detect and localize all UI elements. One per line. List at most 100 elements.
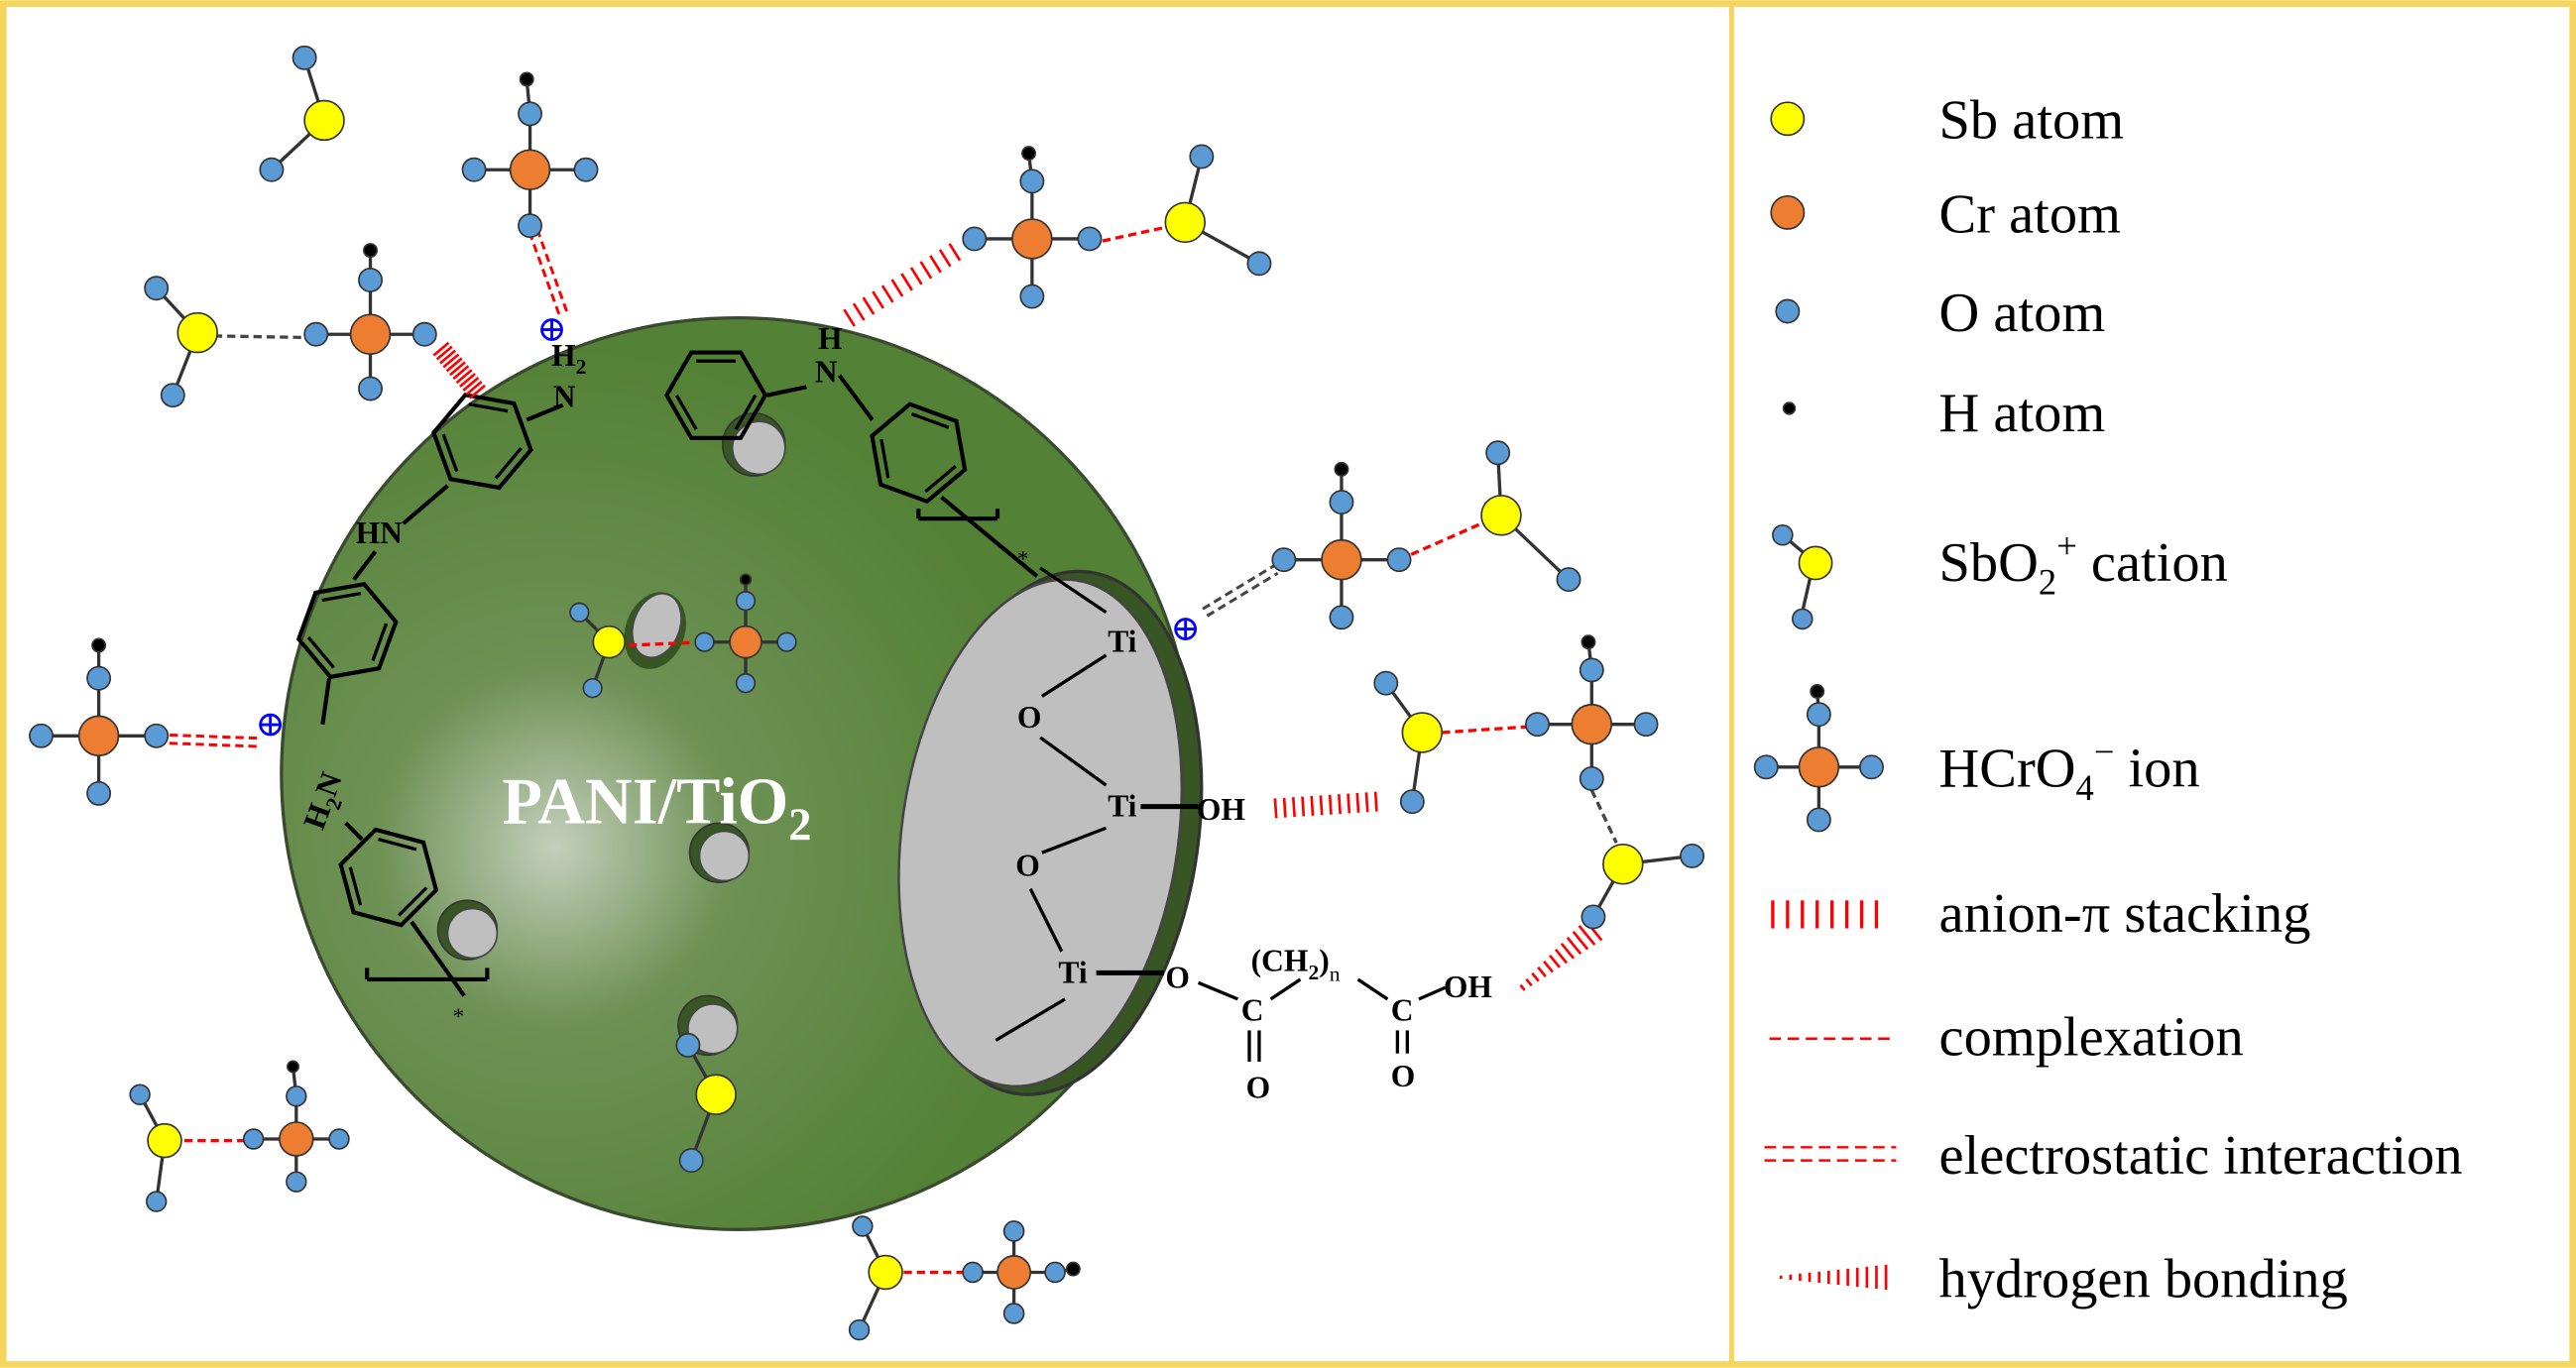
o-atom [1002, 1220, 1025, 1242]
o-atom [1044, 1261, 1066, 1284]
electrostatic-interaction [527, 231, 561, 315]
electrostatic-interaction [1206, 571, 1279, 618]
o-atom [303, 321, 329, 347]
h-atom [1581, 634, 1596, 650]
o-atom [144, 276, 170, 301]
o-atom [1806, 807, 1831, 833]
cr-atom [1798, 746, 1840, 788]
o-atom [1373, 670, 1399, 696]
hcro4-ion [694, 573, 797, 694]
o-atom [848, 1318, 871, 1341]
positive-charge: ⊕ [1170, 608, 1201, 648]
anion-pi-stacking [1364, 792, 1369, 813]
o-atom [144, 723, 170, 748]
o-atom [358, 376, 383, 401]
double-bond [674, 394, 698, 430]
anion-pi-stacking [1338, 794, 1342, 815]
svg-text:Ti: Ti [1108, 789, 1136, 824]
legend-label: HCrO4− ion [1939, 732, 2200, 809]
o-atom [86, 665, 112, 691]
o-atom [292, 45, 317, 70]
chem-bond [766, 385, 807, 398]
chem-bond [410, 920, 466, 997]
complexation [1398, 521, 1482, 562]
chem-bond [344, 821, 364, 842]
sb-atom [1480, 495, 1522, 536]
o-atom [1556, 567, 1581, 593]
o-atom [569, 602, 590, 623]
cr-atom [1011, 218, 1053, 260]
o-atom [675, 1032, 701, 1058]
hydrogen-bonding [1549, 954, 1561, 969]
h-atom [363, 243, 378, 259]
svg-text:N: N [815, 354, 838, 389]
benzene-ring [338, 827, 439, 928]
cr-atom [996, 1255, 1032, 1290]
sbo2-cation [848, 1215, 903, 1341]
o-atom [1246, 251, 1272, 277]
hydrogen-bonding [1554, 948, 1569, 965]
sb-atom [1602, 844, 1644, 885]
anion-pi-stacking [1310, 795, 1315, 816]
o-atom [1189, 144, 1215, 170]
o-atom [328, 1128, 350, 1150]
double-bond [397, 886, 428, 917]
h-atom [287, 1060, 299, 1074]
anion-pi-stacking [468, 384, 486, 399]
sb-atom [1401, 712, 1444, 753]
o-atom [29, 723, 54, 748]
hydrogen-bonding [1525, 977, 1533, 987]
legend-label: H atom [1939, 383, 2106, 444]
interaction-lines [169, 225, 1618, 1275]
hcro4-ion [242, 1060, 350, 1193]
anion-pi-stacking [432, 341, 450, 357]
sbo2-cation [1480, 440, 1581, 593]
anion-pi-stacking [439, 349, 456, 365]
anion-pi-stacking [909, 267, 923, 285]
anion-pi-stacking [445, 357, 463, 373]
sb-atom [303, 99, 345, 142]
o-atom [1329, 490, 1354, 515]
double-bond [879, 438, 890, 479]
anion-pi-stacking [880, 285, 894, 303]
chem-bond [1269, 977, 1302, 1001]
cr-atom [509, 149, 551, 190]
hcro4-ion [962, 146, 1103, 309]
svg-text:(CH2)n: (CH2)n [1251, 944, 1341, 986]
pore [698, 830, 751, 882]
legend [1753, 101, 1897, 1291]
double-bond [321, 591, 362, 603]
svg-text:OH: OH [1444, 969, 1492, 1004]
anion-pi-stacking [1347, 793, 1351, 814]
o-atom [518, 101, 542, 127]
o-atom [1399, 789, 1425, 815]
svg-text:C: C [1241, 992, 1264, 1027]
sbo2-cation [1373, 670, 1444, 815]
anion-pi-stacking [1291, 797, 1296, 818]
legend-labels: Sb atom Cr atom O atom H atom SbO2+ cati… [1939, 90, 2463, 1311]
anion-pi-stacking [948, 243, 962, 262]
positive-charge: ⊕ [255, 703, 286, 743]
complexation [1589, 789, 1618, 844]
o-atom [1859, 754, 1884, 780]
chem-bond [1041, 826, 1108, 855]
anion-pi-stacking [1301, 796, 1306, 817]
hcro4-ion [1525, 634, 1659, 791]
o-atom [1329, 605, 1354, 630]
svg-text:O: O [1246, 1071, 1271, 1105]
svg-text:O: O [1391, 1059, 1416, 1093]
anion-pi-stacking [1282, 797, 1287, 818]
legend-label: complexation [1939, 1006, 2244, 1068]
o-atom [358, 268, 383, 292]
hydrogen-bonding [1537, 966, 1547, 977]
hcro4-ion [461, 71, 599, 239]
sbo2-cation [569, 602, 626, 699]
cr-atom-icon [1770, 194, 1806, 230]
anion-pi-stacking [1328, 794, 1333, 815]
o-atom [1772, 523, 1794, 546]
o-atom [1485, 440, 1511, 466]
double-bond [734, 394, 758, 430]
chem-bond [1197, 980, 1239, 1001]
anion-pi-stacking [1319, 795, 1324, 816]
sbo2-cation [1581, 844, 1704, 930]
